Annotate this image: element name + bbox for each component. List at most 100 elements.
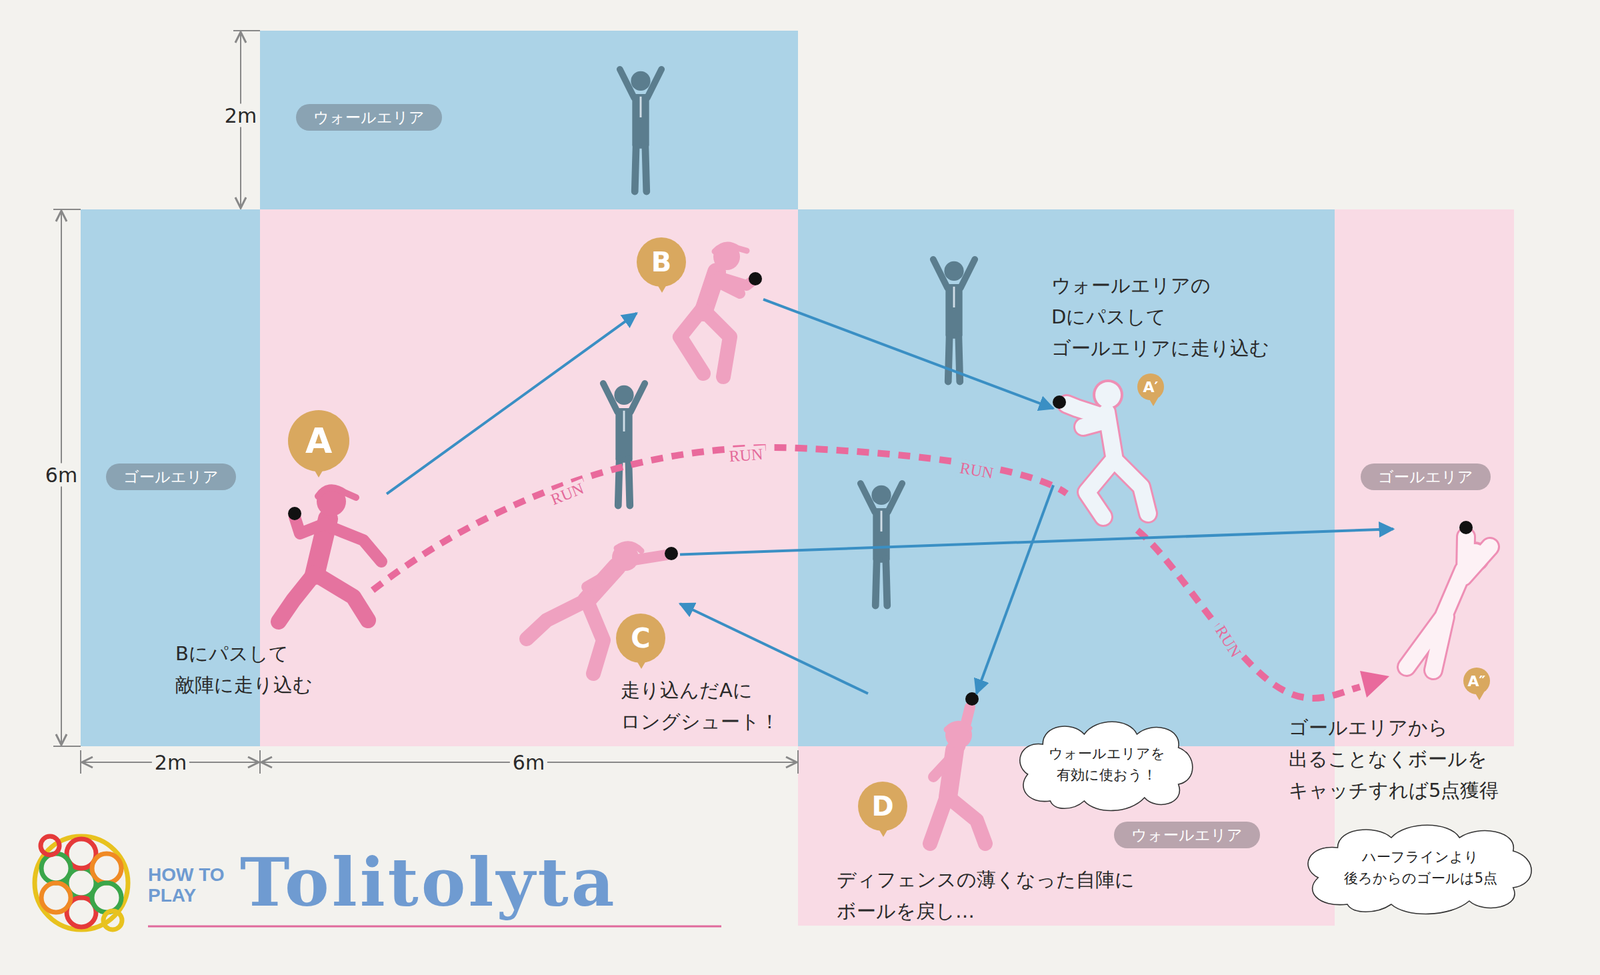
- ball-logo: [41, 853, 71, 883]
- annotation: 走り込んだAに ロングシュート！: [620, 674, 780, 738]
- run-path: [372, 447, 1360, 698]
- player-callout: A′: [1137, 373, 1164, 400]
- cloud-outline: [1012, 714, 1202, 814]
- court-areas: [80, 30, 1514, 926]
- dimension-label: 2m: [222, 104, 260, 128]
- area-label: ゴールエリア: [1360, 463, 1491, 490]
- court-areas: [260, 30, 798, 210]
- annotation: ウォールエリアの Dにパスして ゴールエリアに走り込む: [1051, 270, 1270, 364]
- player-a-double-prime: [1406, 536, 1490, 670]
- player-callout: A″: [1463, 667, 1490, 694]
- player-c: [526, 544, 667, 674]
- ball-logo: [92, 853, 122, 883]
- ball-logo: [40, 836, 60, 855]
- title-underline: [148, 925, 722, 928]
- court-areas: [80, 209, 260, 746]
- player-callout: A: [288, 410, 350, 472]
- player-a-prime: [1092, 379, 1124, 410]
- cloud-outline: [1298, 817, 1543, 918]
- player-b: [714, 244, 747, 252]
- dimension-lines: [53, 30, 798, 774]
- balls: [1459, 520, 1473, 534]
- wall-players: [933, 259, 975, 382]
- ball-logo: [34, 836, 128, 930]
- area-label: ウォールエリア: [296, 104, 442, 131]
- player-a-double-prime: [1462, 544, 1488, 570]
- area-name: ウォールエリア: [1131, 826, 1243, 844]
- annotation: Bにパスして 敵陣に走り込む: [175, 638, 313, 701]
- player-a-double-prime: [1406, 536, 1490, 670]
- run-arrowhead: [1360, 670, 1390, 698]
- player-group: A: [266, 406, 387, 630]
- player-callout: D: [858, 781, 908, 831]
- area-label: ウォールエリア: [1114, 821, 1260, 848]
- player-a-prime: [1095, 382, 1121, 408]
- dimension-label: 2m: [152, 750, 190, 774]
- wall-players: [860, 483, 902, 606]
- pass-arrow: [386, 313, 637, 494]
- player-a-prime: [1066, 379, 1148, 517]
- player-a-double-prime: [1406, 536, 1490, 670]
- dimension-label: 6m: [510, 750, 548, 774]
- wall-players: [620, 69, 662, 192]
- player-group: A″: [1393, 520, 1504, 697]
- area-name: ゴールエリア: [123, 468, 219, 486]
- player-group: D: [853, 693, 1000, 850]
- player-callout: C: [616, 613, 666, 663]
- player-b: [680, 310, 730, 377]
- pass-arrow: [680, 528, 1394, 554]
- run-label: RUN: [1210, 620, 1246, 663]
- ball-logo: [103, 910, 122, 930]
- run-label: RUN: [726, 444, 766, 466]
- player-a: [294, 516, 382, 562]
- balls: [748, 272, 762, 286]
- run-label: RUN: [546, 478, 590, 510]
- run-path: [372, 447, 1067, 590]
- player-d: [945, 721, 972, 748]
- area-label: ゴールエリア: [106, 463, 236, 490]
- pass-arrow: [763, 299, 1054, 409]
- annotation: ゴールエリアから 出ることなくボールを キャッチすれば5点獲得: [1288, 712, 1499, 806]
- balls: [1052, 395, 1066, 409]
- player-group: A′: [1053, 370, 1167, 524]
- subtitle: HOW TO PLAY: [148, 864, 238, 906]
- pass-arrow: [976, 485, 1054, 694]
- court-areas: [1334, 209, 1514, 746]
- ball-logo: [34, 836, 128, 930]
- run-path: [1137, 530, 1360, 698]
- court-areas: [260, 209, 798, 746]
- player-b: [680, 243, 756, 377]
- player-group: B: [636, 233, 764, 387]
- player-a: [278, 573, 368, 622]
- tip-cloud: ウォールエリアを 有効に使おう！: [1012, 714, 1202, 814]
- balls: [288, 272, 1473, 706]
- player-c: [616, 544, 642, 551]
- dimension-lines: [53, 30, 798, 774]
- area-name: ウォールエリア: [313, 108, 425, 126]
- title: Tolitolyta: [240, 845, 618, 919]
- player-d: [946, 723, 970, 730]
- annotation: ディフェンスの薄くなった自陣に ボールを戻し…: [836, 864, 1135, 927]
- player-a-prime: [1066, 404, 1148, 517]
- area-name: ゴールエリア: [1378, 468, 1474, 486]
- ball-logo: [41, 882, 71, 912]
- player-a: [318, 487, 356, 498]
- player-c: [526, 600, 604, 674]
- ball-logo: [92, 882, 122, 912]
- dimension-label: 6m: [42, 463, 80, 487]
- player-group: C: [516, 543, 680, 680]
- balls: [288, 506, 302, 520]
- player-d: [930, 706, 986, 844]
- balls: [664, 546, 678, 560]
- wall-players: [603, 383, 645, 506]
- tip-text: ウォールエリアを 有効に使おう！: [1048, 742, 1166, 786]
- tip-cloud: ハーフラインより 後ろからのゴールは5点: [1298, 817, 1543, 918]
- run-label: RUN: [956, 458, 998, 484]
- wall-players: [603, 69, 975, 606]
- tip-text: ハーフラインより 後ろからのゴールは5点: [1344, 846, 1498, 889]
- balls: [965, 692, 979, 706]
- cloud-shape: [1020, 721, 1193, 810]
